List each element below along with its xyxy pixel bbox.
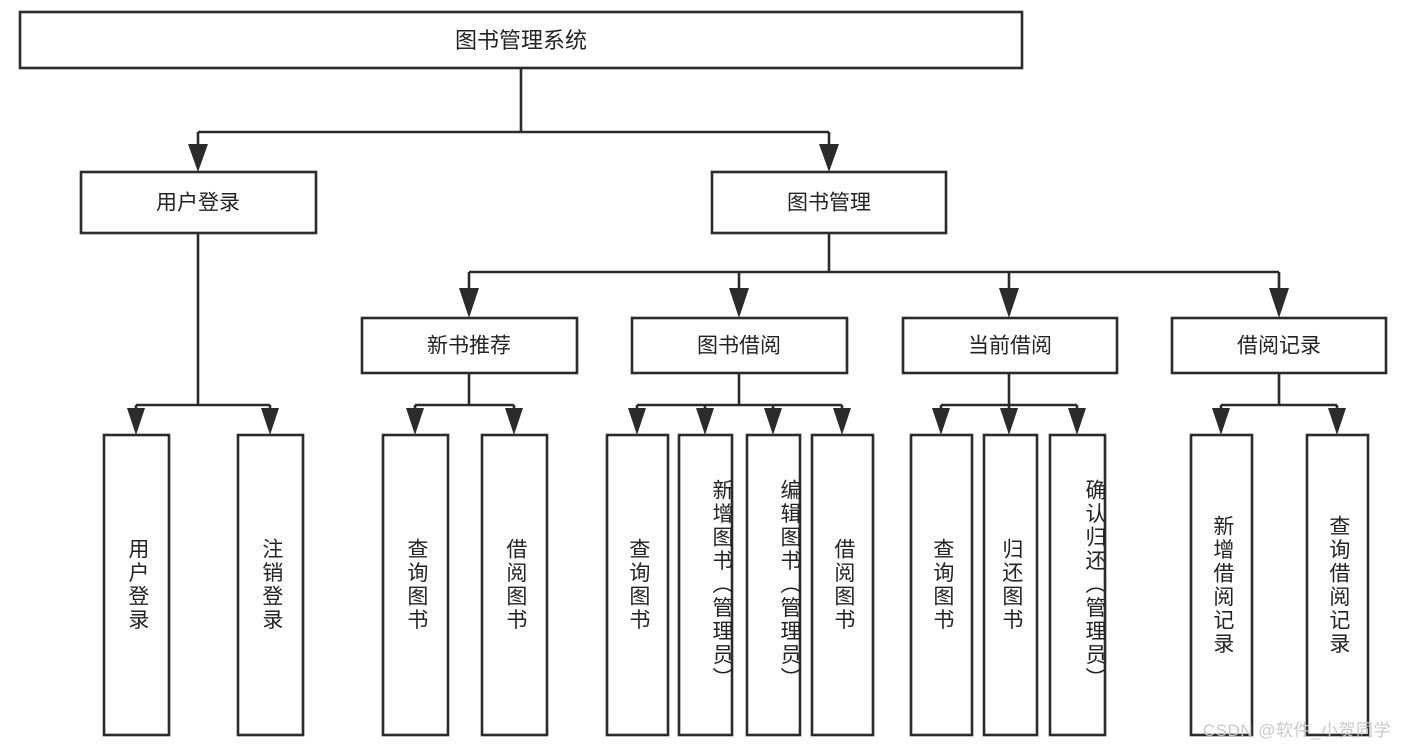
leaf-node-query-borrow-record[interactable] [1305,433,1370,737]
arrow-head-icon [1000,408,1018,435]
node-box [381,433,450,737]
node-label: 借阅记录 [1237,335,1321,358]
connector-bookborrow-to-leaves [628,373,851,435]
leaf-node-query-book-borrow[interactable] [605,433,670,737]
arrow-head-icon [696,408,714,435]
node-box [236,433,305,737]
connector-borrowrecord-to-leaves [1212,373,1346,435]
connector-booksmgmt-to-level3 [459,233,1289,318]
node-current-borrow[interactable]: 当前借阅 [901,316,1119,375]
arrow-head-icon [729,288,749,318]
node-box [1189,433,1254,737]
leaf-node-query-book-recommend[interactable] [381,433,450,737]
leaf-node-borrow-book[interactable] [810,433,875,737]
node-box [605,433,670,737]
arrow-head-icon [819,144,839,172]
node-label: 图书管理系统 [455,28,587,53]
node-root-system[interactable]: 图书管理系统 [18,10,1024,70]
node-user-login[interactable]: 用户登录 [79,170,318,235]
node-box [18,10,1024,70]
leaf-node-logout[interactable] [236,433,305,737]
node-box [360,316,579,375]
leaf-node-user-login[interactable] [102,433,171,737]
node-box [102,433,171,737]
leaf-node-edit-book-admin[interactable] [745,433,802,737]
arrow-head-icon [764,408,782,435]
arrow-head-icon [406,408,424,435]
connector-newbook-to-leaves [406,373,523,435]
node-box [1170,316,1388,375]
node-new-book-recommend[interactable]: 新书推荐 [360,316,579,375]
node-box [1305,433,1370,737]
arrow-head-icon [261,408,279,435]
connector-userlogin-to-leaves [127,233,279,435]
node-label: 图书管理 [787,192,871,215]
node-box [677,433,734,737]
node-book-borrow[interactable]: 图书借阅 [630,316,849,375]
arrow-head-icon [1328,408,1346,435]
node-box [982,433,1039,737]
node-book-management[interactable]: 图书管理 [710,170,948,235]
arrow-head-icon [188,144,208,172]
arrow-head-icon [1269,288,1289,318]
arrow-head-icon [932,408,950,435]
node-box [1048,433,1107,737]
leaf-node-borrow-book-recommend[interactable] [480,433,549,737]
connector-root-to-level2 [188,68,839,172]
leaf-node-confirm-return-admin[interactable] [1048,433,1107,737]
arrow-head-icon [833,408,851,435]
node-box [710,170,948,235]
node-box [909,433,974,737]
arrow-head-icon [127,408,145,435]
node-label: 图书借阅 [697,335,781,358]
node-box [79,170,318,235]
leaf-node-add-borrow-record[interactable] [1189,433,1254,737]
node-borrow-record[interactable]: 借阅记录 [1170,316,1388,375]
node-box [901,316,1119,375]
arrow-head-icon [999,288,1019,318]
node-label: 新书推荐 [427,335,511,358]
arrow-head-icon [505,408,523,435]
arrow-head-icon [459,288,479,318]
arrow-head-icon [628,408,646,435]
node-box [480,433,549,737]
arrow-head-icon [1212,408,1230,435]
leaf-node-add-book-admin[interactable] [677,433,734,737]
watermark-text: CSDN @软件_小贺同学 [1202,721,1391,740]
node-label: 当前借阅 [968,335,1052,358]
node-box [745,433,802,737]
node-box [630,316,849,375]
leaf-node-query-book-current[interactable] [909,433,974,737]
arrow-head-icon [1068,408,1086,435]
leaf-node-return-book[interactable] [982,433,1039,737]
node-label: 用户登录 [156,192,240,215]
node-box [810,433,875,737]
connector-currentborrow-to-leaves [932,373,1086,435]
